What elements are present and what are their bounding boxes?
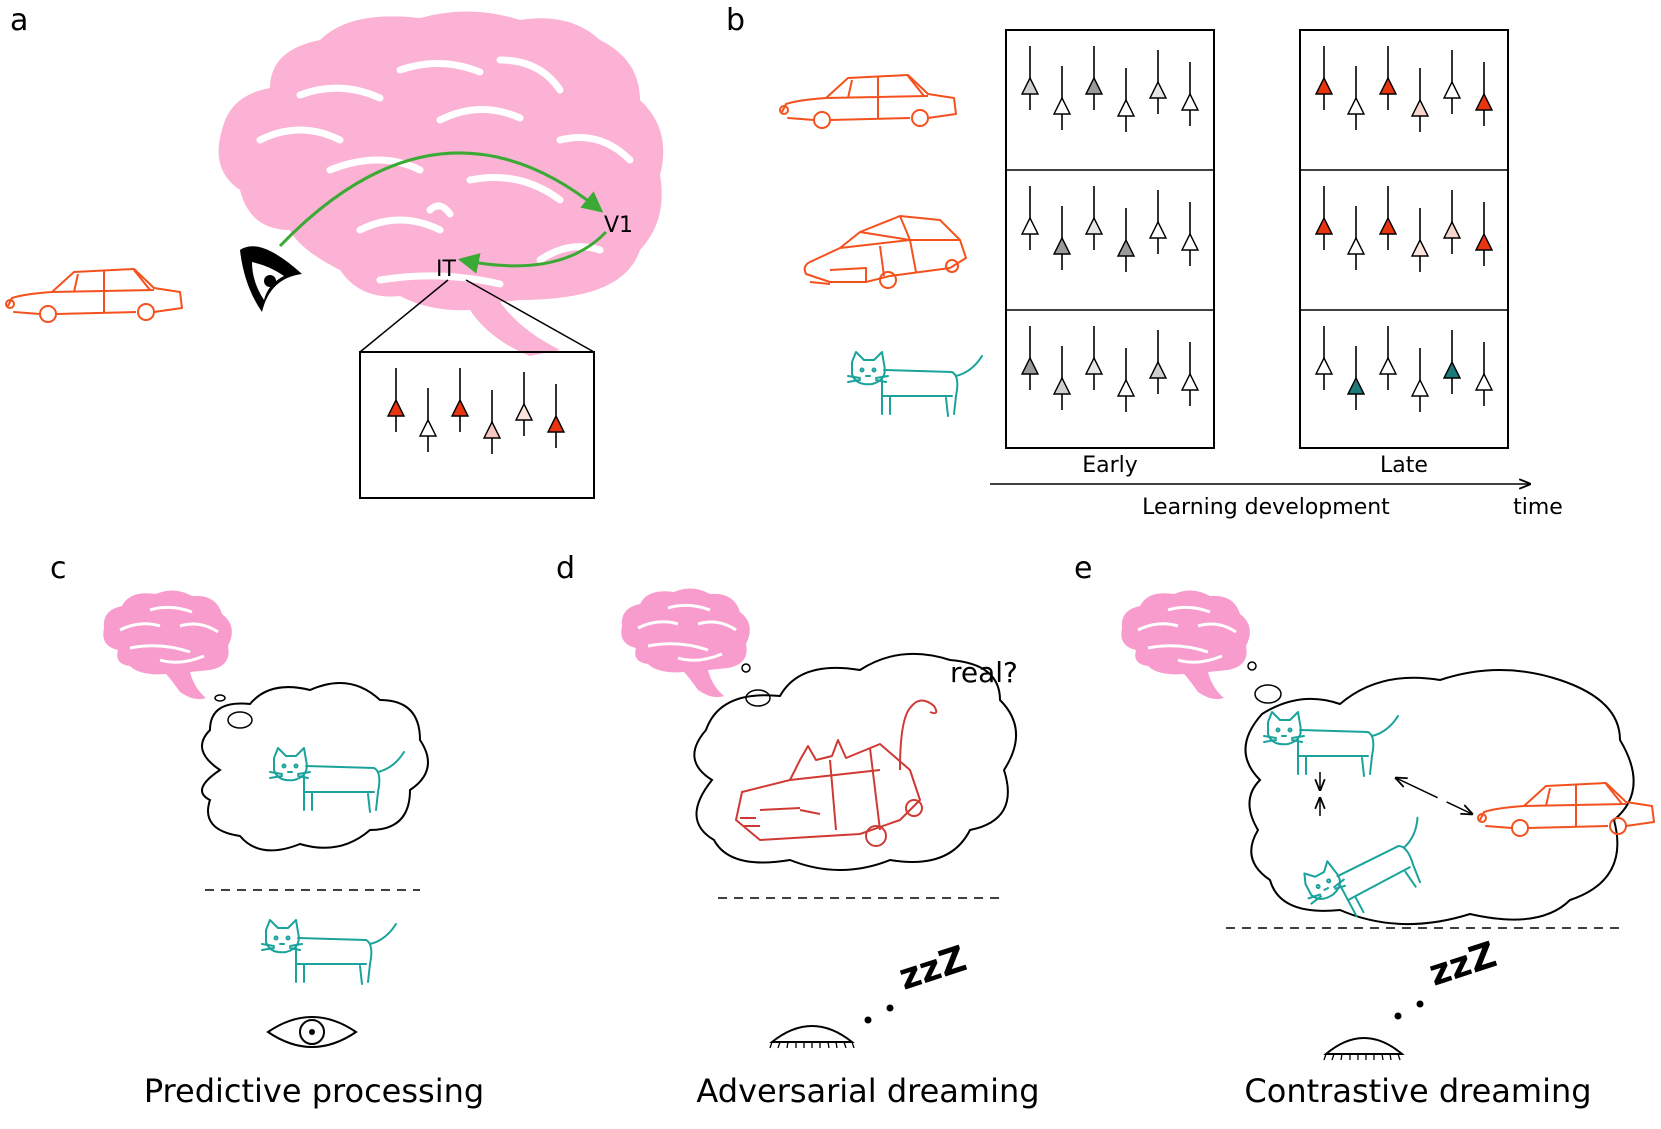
panel-d-label: d: [556, 551, 575, 586]
late-neuron-group: [1314, 46, 1494, 412]
thought-bubble: [201, 682, 429, 852]
early-neuron: [1052, 66, 1072, 130]
early-neuron: [1148, 50, 1168, 114]
late-neuron: [1314, 326, 1334, 390]
late-neuron: [1346, 66, 1366, 130]
closed-eye-icon: [769, 1025, 855, 1049]
eye-icon: [240, 246, 302, 312]
sleep-dots: [864, 1004, 894, 1024]
learning-development-label: Learning development: [1142, 495, 1390, 520]
real-question-label: real?: [950, 656, 1018, 689]
panel-b-label: b: [726, 3, 745, 38]
closed-eye-icon: [1323, 1037, 1405, 1061]
late-neuron: [1378, 46, 1398, 110]
early-neuron: [1148, 190, 1168, 254]
late-neuron: [1410, 348, 1430, 412]
early-label: Early: [1082, 453, 1138, 478]
early-neuron: [1052, 346, 1072, 410]
early-neuron: [1052, 206, 1072, 270]
early-neuron: [1116, 208, 1136, 272]
early-neuron: [1084, 326, 1104, 390]
it-label: IT: [436, 257, 456, 282]
late-neuron: [1474, 202, 1494, 266]
contrastive-dreaming-caption: Contrastive dreaming: [1244, 1072, 1591, 1110]
early-neuron: [1180, 342, 1200, 406]
v1-to-it-arrow: [457, 230, 608, 274]
early-neuron: [1020, 186, 1040, 250]
early-neuron: [1116, 68, 1136, 132]
car-negative-icon: [1477, 782, 1655, 837]
early-neuron: [1084, 186, 1104, 250]
adversarial-dreaming-caption: Adversarial dreaming: [696, 1072, 1039, 1110]
brain-icon: [1119, 588, 1252, 701]
late-neuron: [1346, 346, 1366, 410]
car-side-stimulus: [779, 74, 957, 129]
sleep-zzz-label: zzZ: [894, 939, 971, 999]
late-neuron: [1474, 342, 1494, 406]
late-neuron: [1442, 190, 1462, 254]
car-cat-hybrid-icon: [735, 699, 938, 847]
early-neuron: [1148, 330, 1168, 394]
cat-positive-icon: [1296, 813, 1447, 935]
it-neuron: [386, 368, 406, 432]
late-neuron: [1346, 206, 1366, 270]
early-neuron: [1084, 46, 1104, 110]
repel-arrow: [1396, 778, 1472, 814]
panel-c-label: c: [50, 551, 67, 586]
it-neuron: [418, 388, 438, 452]
panel-e-label: e: [1074, 551, 1092, 586]
late-grid: [1299, 29, 1509, 449]
early-neuron: [1020, 46, 1040, 110]
sleep-dots: [1394, 1000, 1424, 1020]
early-neuron-group: [1020, 46, 1200, 412]
it-neuron: [482, 390, 502, 454]
cat-dream-icon: [269, 747, 405, 813]
car-icon: [5, 268, 183, 323]
predictive-processing-caption: Predictive processing: [144, 1072, 484, 1110]
brain-icon: [101, 588, 234, 701]
cat-anchor-icon: [1263, 711, 1399, 777]
late-neuron: [1314, 46, 1334, 110]
thought-bubble: [693, 652, 1017, 871]
early-neuron: [1180, 202, 1200, 266]
late-neuron: [1410, 208, 1430, 272]
early-grid: [1005, 29, 1215, 449]
v1-label: V1: [604, 213, 633, 238]
late-label: Late: [1380, 453, 1428, 478]
brain-illustration: [218, 11, 664, 356]
it-neuron-box: [359, 351, 595, 499]
late-neuron: [1442, 50, 1462, 114]
late-neuron: [1314, 186, 1334, 250]
early-neuron: [1180, 62, 1200, 126]
cat-percept-icon: [261, 919, 397, 985]
open-eye-icon: [266, 1016, 358, 1048]
it-neuron: [450, 368, 470, 432]
late-neuron: [1378, 326, 1398, 390]
early-neuron: [1020, 326, 1040, 390]
panel-a-label: a: [10, 3, 28, 38]
it-neuron-group: [386, 368, 566, 454]
it-neuron: [514, 372, 534, 436]
brain-icon: [619, 586, 752, 699]
eye-to-v1-arrow: [278, 151, 604, 248]
car-perspective-stimulus: [803, 215, 967, 289]
sleep-zzz-label: zzZ: [1424, 935, 1501, 995]
time-label: time: [1513, 495, 1563, 520]
cat-stimulus: [847, 351, 983, 417]
late-neuron: [1442, 330, 1462, 394]
late-neuron: [1474, 62, 1494, 126]
early-neuron: [1116, 348, 1136, 412]
late-neuron: [1378, 186, 1398, 250]
late-neuron: [1410, 68, 1430, 132]
it-neuron: [546, 384, 566, 448]
